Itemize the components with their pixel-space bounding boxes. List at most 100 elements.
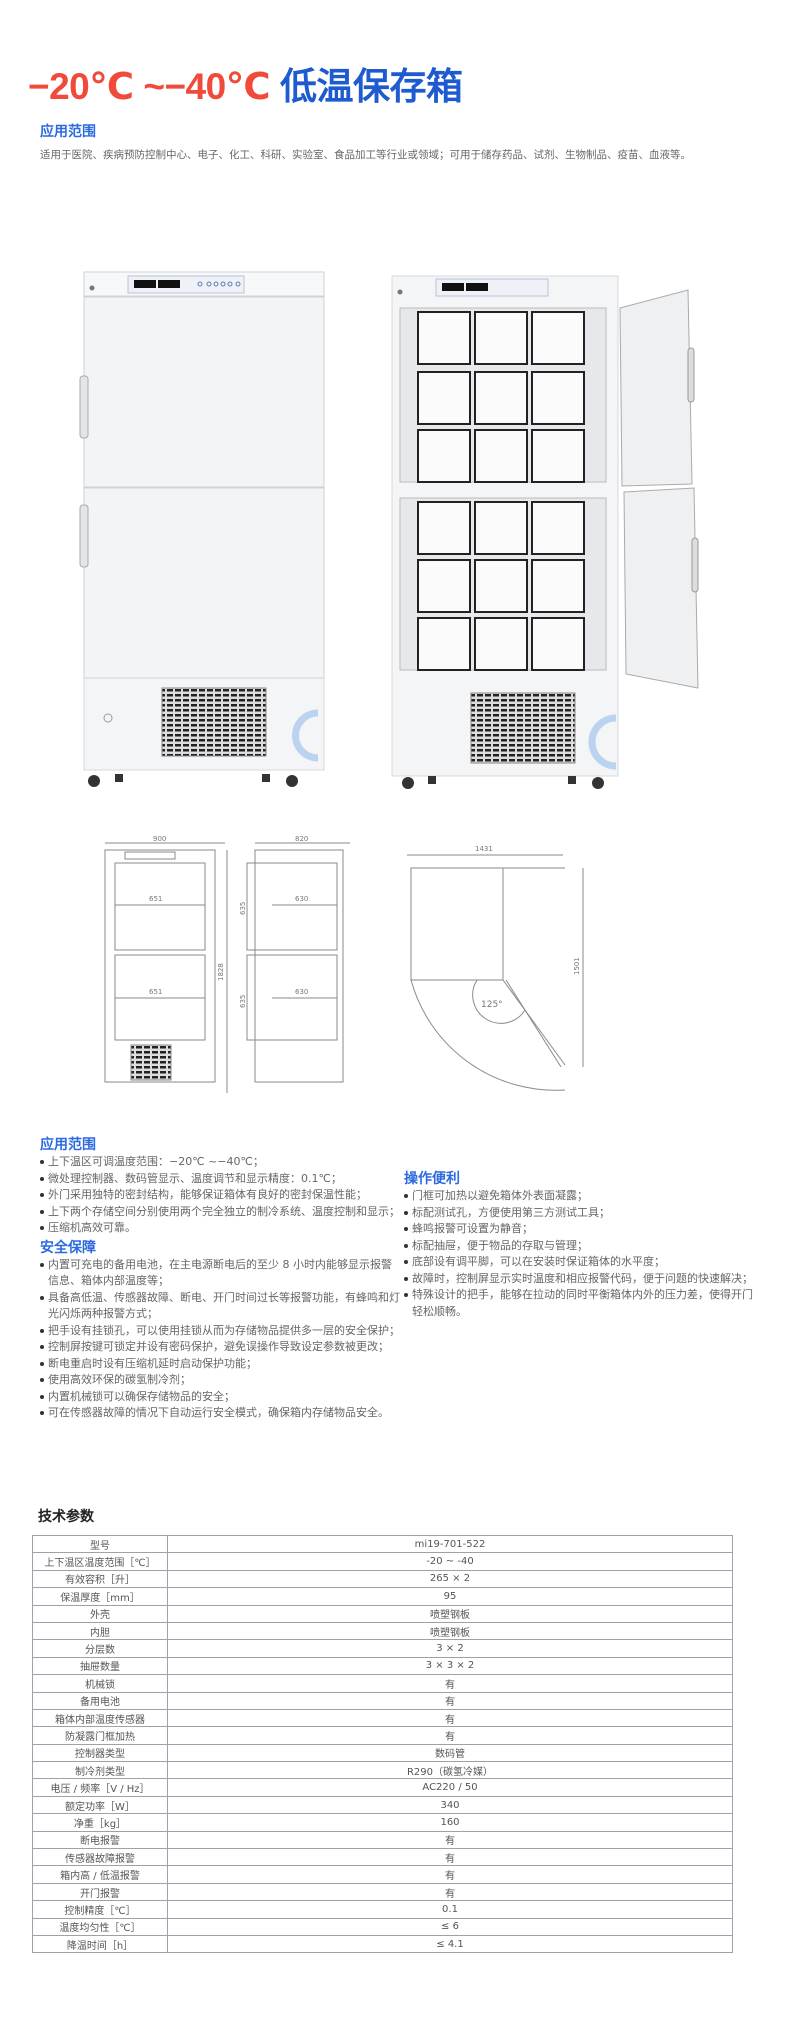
spec-value: 喷塑钢板 — [167, 1604, 733, 1623]
table-row: 净重［kg］160 — [32, 1813, 733, 1832]
list-item: 压缩机高效可靠。 — [40, 1220, 400, 1237]
list-item: 微处理控制器、数码管显示、温度调节和显示精度：0.1℃； — [40, 1171, 400, 1188]
table-row: 额定功率［W］340 — [32, 1795, 733, 1815]
spec-label: 断电报警 — [32, 1830, 168, 1850]
storage-drawer — [531, 559, 585, 613]
spec-label: 净重［kg］ — [32, 1813, 168, 1832]
spec-label: 备用电池 — [32, 1691, 168, 1710]
table-row: 外壳喷塑钢板 — [32, 1604, 733, 1623]
spec-value: ≤ 6 — [167, 1917, 733, 1936]
spec-label: 制冷剂类型 — [32, 1761, 168, 1780]
spec-value: 喷塑钢板 — [167, 1621, 733, 1641]
list-item: 蜂鸣报警可设置为静音； — [404, 1221, 760, 1238]
spec-label: 上下温区温度范围［℃］ — [32, 1552, 168, 1571]
spec-value: mi19-701-522 — [167, 1534, 733, 1554]
table-row: 备用电池有 — [32, 1691, 733, 1710]
spec-label: 传感器故障报警 — [32, 1848, 168, 1867]
table-row: 降温时间［h］≤ 4.1 — [32, 1934, 733, 1954]
list-item: 内置机械锁可以确保存储物品的安全； — [40, 1389, 400, 1406]
table-row: 内胆喷塑钢板 — [32, 1621, 733, 1641]
vent-grille — [470, 692, 576, 764]
storage-drawer — [417, 617, 471, 671]
table-row: 电压 / 频率［V / Hz］AC220 / 50 — [32, 1778, 733, 1797]
intro-heading: 应用范围 — [40, 124, 96, 140]
specs-heading: 技术参数 — [38, 1509, 94, 1525]
svg-text:1431: 1431 — [475, 845, 493, 853]
spec-label: 额定功率［W］ — [32, 1795, 168, 1815]
intro-text: 适用于医院、疾病预防控制中心、电子、化工、科研、实验室、食品加工等行业或领域；可… — [40, 149, 691, 161]
freezer-closed-photo — [79, 271, 325, 787]
list-item: 具备高低温、传感器故障、断电、开门时间过长等报警功能，有蜂鸣和灯光闪烁两种报警方… — [40, 1290, 400, 1323]
convenience-heading: 操作便利 — [404, 1171, 460, 1187]
spec-label: 降温时间［h］ — [32, 1934, 168, 1954]
storage-drawer — [417, 429, 471, 483]
list-item: 上下两个存储空间分别使用两个完全独立的制冷系统、温度控制和显示； — [40, 1204, 400, 1221]
svg-text:635: 635 — [239, 902, 247, 915]
list-item: 标配测试孔，方便使用第三方测试工具； — [404, 1205, 760, 1222]
table-row: 防凝露门框加热有 — [32, 1726, 733, 1745]
spec-value: 有 — [167, 1882, 733, 1902]
dimension-drawings: 900 651 651 1828 820 630 630 635 635 143… — [104, 835, 584, 1093]
spec-label: 有效容积［升］ — [32, 1569, 168, 1589]
spec-label: 控制精度［℃］ — [32, 1900, 168, 1919]
display-panel — [127, 275, 245, 294]
storage-drawer — [531, 311, 585, 365]
spec-value: 数码管 — [167, 1743, 733, 1763]
spec-value: 0.1 — [167, 1900, 733, 1919]
table-row: 有效容积［升］265 × 2 — [32, 1569, 733, 1589]
spec-value: 有 — [167, 1848, 733, 1867]
storage-drawer — [474, 617, 528, 671]
svg-text:651: 651 — [149, 988, 162, 996]
table-row: 保温厚度［mm］95 — [32, 1587, 733, 1606]
svg-text:820: 820 — [295, 835, 308, 843]
list-item: 使用高效环保的碳氢制冷剂； — [40, 1372, 400, 1389]
storage-drawer — [474, 559, 528, 613]
list-item: 上下温区可调温度范围：−20℃ ~−40℃； — [40, 1154, 400, 1171]
list-item: 故障时，控制屏显示实时温度和相应报警代码，便于问题的快速解决； — [404, 1271, 760, 1288]
convenience-list: 门框可加热以避免箱体外表面凝露；标配测试孔，方便使用第三方测试工具；蜂鸣报警可设… — [404, 1188, 760, 1320]
spec-value: 95 — [167, 1587, 733, 1606]
table-row: 控制精度［℃］0.1 — [32, 1900, 733, 1919]
spec-label: 温度均匀性［℃］ — [32, 1917, 168, 1936]
open-upper-door — [619, 289, 693, 487]
table-row: 温度均匀性［℃］≤ 6 — [32, 1917, 733, 1936]
list-item: 标配抽屉，便于物品的存取与管理； — [404, 1238, 760, 1255]
spec-value: 3 × 3 × 2 — [167, 1656, 733, 1676]
list-item: 断电重启时设有压缩机延时启动保护功能； — [40, 1356, 400, 1373]
safety-list: 内置可充电的备用电池，在主电源断电后的至少 8 小时内能够显示报警信息、箱体内部… — [40, 1257, 400, 1422]
spec-label: 抽屉数量 — [32, 1656, 168, 1676]
safety-heading: 安全保障 — [40, 1239, 96, 1256]
storage-drawer — [417, 559, 471, 613]
spec-value: 有 — [167, 1865, 733, 1884]
front-view-drawing: 900 651 651 1828 — [104, 835, 228, 1093]
table-row: 断电报警有 — [32, 1830, 733, 1850]
svg-text:630: 630 — [295, 988, 308, 996]
spec-value: 有 — [167, 1691, 733, 1710]
spec-label: 电压 / 频率［V / Hz］ — [32, 1778, 168, 1797]
upper-handle — [79, 375, 89, 439]
title-product-name: 低温保存箱 — [280, 66, 463, 107]
freezer-open-photo — [391, 275, 699, 789]
spec-value: ≤ 4.1 — [167, 1934, 733, 1954]
spec-label: 箱体内部温度传感器 — [32, 1708, 168, 1728]
spec-label: 型号 — [32, 1534, 168, 1554]
table-row: 传感器故障报警有 — [32, 1848, 733, 1867]
list-item: 底部设有调平脚，可以在安装时保证箱体的水平度； — [404, 1254, 760, 1271]
spec-label: 内胆 — [32, 1621, 168, 1641]
spec-value: 340 — [167, 1795, 733, 1815]
list-item: 把手设有挂锁孔，可以使用挂锁从而为存储物品提供多一层的安全保护； — [40, 1323, 400, 1340]
table-row: 箱内高 / 低温报警有 — [32, 1865, 733, 1884]
storage-drawer — [531, 371, 585, 425]
spec-value: 有 — [167, 1674, 733, 1693]
table-row: 开门报警有 — [32, 1882, 733, 1902]
lower-handle — [79, 504, 89, 568]
spec-value: -20 ~ -40 — [167, 1552, 733, 1571]
spec-value: 265 × 2 — [167, 1569, 733, 1589]
spec-value: 有 — [167, 1726, 733, 1745]
spec-label: 控制器类型 — [32, 1743, 168, 1763]
lower-door — [83, 487, 325, 679]
